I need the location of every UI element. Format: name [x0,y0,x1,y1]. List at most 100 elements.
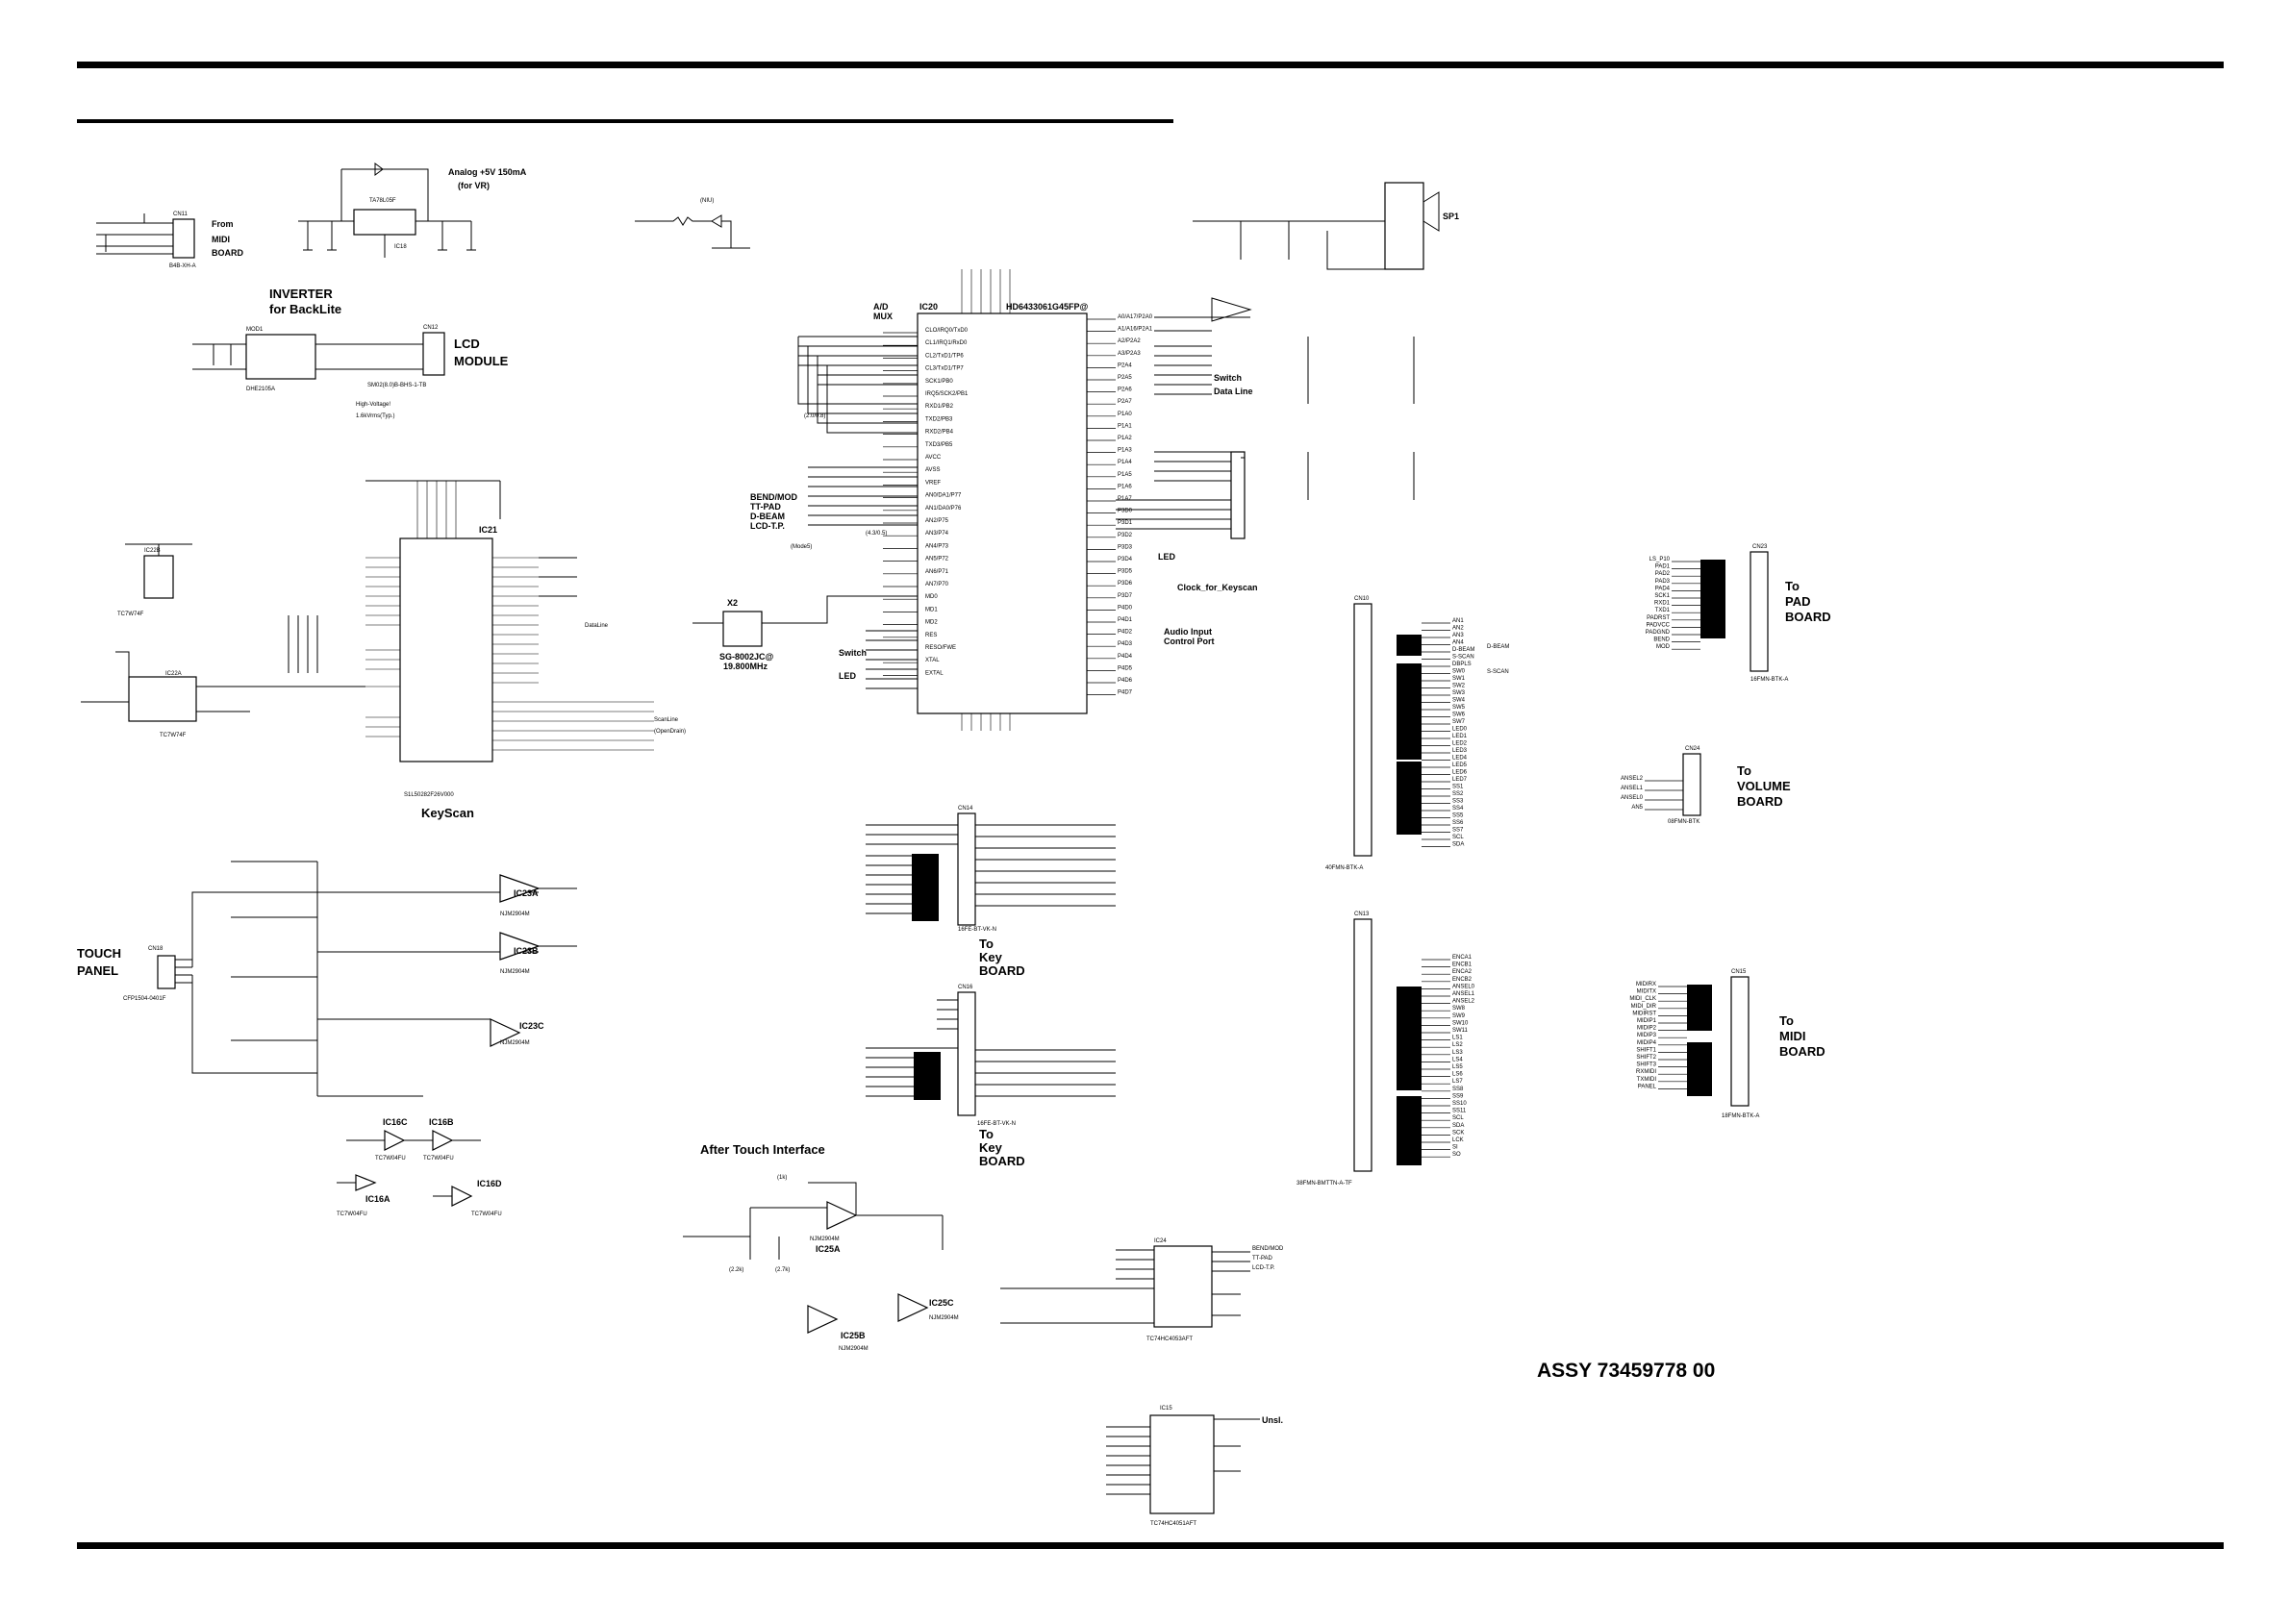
cn23-signal-label: PADRST [1647,615,1670,621]
cn10-signal-label: AN2 [1452,626,1464,632]
ic23c-part: NJM2904M [500,1040,530,1046]
cn23-signal-label: PAD4 [1655,586,1671,591]
label-board-key2: BOARD [979,1154,1025,1168]
ic20-left-signal-label: AN5/P72 [925,557,949,562]
cn13-signal-label: SDA [1452,1123,1464,1129]
ic16a-ref: IC16A [365,1194,390,1204]
cn23-signal-label: PADGND [1646,630,1671,636]
ic20-left-signal-label: AN7/P70 [925,582,949,587]
cn15-signal-label: MIDI_CLK [1629,996,1656,1002]
cn13-signal-label: LS1 [1452,1036,1463,1041]
label-data-line: Data Line [1214,387,1253,396]
label-ratio: (4.3/0.5) [866,531,887,537]
ic15-part: TC74HC4051AFT [1150,1521,1196,1527]
cn10-part: 40FMN-BTK-A [1325,865,1363,871]
cn13-signal-label: SW8 [1452,1006,1466,1012]
ic20-left-signal-label: MD0 [925,594,938,600]
cn13-signal-label: SW11 [1452,1028,1469,1034]
label-keyscan: KeyScan [421,806,474,820]
cn13-signal-label: LS3 [1452,1050,1463,1056]
cn10-signal-label: LED7 [1452,777,1468,783]
title-underline [77,119,1173,123]
ic25c-part: NJM2904M [929,1315,959,1321]
cn13-ref: CN13 [1354,912,1370,917]
label-opendrain: (OpenDrain) [654,729,686,735]
label-to-pad: To [1785,579,1800,593]
cn15-signal-label: SHIFT3 [1636,1062,1656,1068]
cn15-signal-label: MIDIP1 [1637,1018,1657,1024]
cn14-connector: CN14 16FE-BT-VK-N [866,806,1116,933]
mod1-ref: MOD1 [246,327,264,333]
ic18-part: TA78L05F [369,198,396,204]
ic21-keyscan: IC21 S1L50282F26V000 [288,480,654,798]
ic20-right-pin-list: A0/A17/P2A0A1/A16/P2A1A2/P2A2A3/P2A3P2A4… [1087,314,1153,696]
ic20-right-signal-label: A0/A17/P2A0 [1118,314,1153,320]
cn13-connector: CN13 38FMN-BMTTN-A-TF [1297,912,1422,1187]
ic23b-ref: IC23B [514,946,539,956]
ic23a-ref: IC23A [514,888,539,898]
cn16-ref: CN16 [958,985,973,990]
label-dataline: DataLine [585,623,609,629]
ic20-right-signal-label: P1A2 [1118,436,1132,441]
cn23-signal-label: PADVCC [1646,622,1670,628]
label-board-pad: BOARD [1785,610,1831,624]
cn15-signal-label: MIDITX [1637,989,1656,995]
cn13-signal-label: ENCA2 [1452,969,1473,975]
cn10-signal-label: LED2 [1452,741,1468,747]
top-border-bar [77,62,2224,68]
ic25b-part: NJM2904M [839,1346,869,1352]
cn15-signal-label: MIDIRST [1632,1011,1656,1016]
label-control-port: Control Port [1164,637,1215,646]
ic25c-opamp: IC25C NJM2904M [897,1293,959,1322]
label-led: LED [839,671,857,681]
label-ratio2: (2.0/0.8) [804,413,825,419]
ic20-left-signal-label: SCK1/PB0 [925,379,953,385]
label-for-backlite: for BackLite [269,302,341,316]
ic15-ref: IC15 [1160,1406,1172,1412]
label-lcd-tp: LCD-T.P. [750,521,785,531]
mod1-part: DHE2105A [246,387,275,392]
cn15-connector: CN15 18FMN-BTK-A [1687,969,1759,1119]
ic22a-part: TC7W74F [160,733,187,738]
cn15-signal-label: SHIFT2 [1636,1055,1656,1061]
cn12-lcd: CN12 SM02(8.0)B-BHS-1-TB [367,325,445,388]
ic20-right-signal-label: A3/P2A3 [1118,351,1141,357]
cn13-signal-label: SS9 [1452,1093,1464,1099]
ic20-left-signal-label: MD2 [925,620,938,626]
cn15-signal-label: TXMIDI [1637,1077,1657,1083]
ic24-part: TC74HC4053AFT [1146,1337,1193,1342]
cn15-signal-label: MIDIRX [1636,982,1656,987]
ic20-right-signal-label: P2A5 [1118,375,1132,381]
ic23c-ref: IC23C [519,1021,544,1031]
cn23-signal-list: LS_P10PAD1PAD2PAD3PAD4SCK1RXD1TXD1PADRST… [1646,557,1700,650]
cn24-ref: CN24 [1685,746,1700,752]
label-after-touch: After Touch Interface [700,1142,825,1157]
cn13-signal-label: ENCB2 [1452,977,1473,983]
ic20-left-signal-label: AN0/DA1/P77 [925,493,962,499]
ic20-right-signal-label: P3D5 [1118,569,1133,575]
ic20-left-signal-label: AN2/P75 [925,518,949,524]
ic20-right-signal-label: P4D7 [1118,690,1133,696]
cn23-signal-label: SCK1 [1654,593,1670,599]
cn15-part: 18FMN-BTK-A [1722,1113,1759,1119]
cn13-signal-label: SW9 [1452,1013,1466,1019]
ic20-mcu [917,269,1088,731]
cn10-signal-label: SW2 [1452,684,1466,689]
label-scanline: ScanLine [654,717,679,723]
cn23-signal-label: TXD1 [1655,608,1671,613]
cn13-signal-label: ANSEL1 [1452,991,1475,997]
ic20-right-signal-label: P4D3 [1118,641,1133,647]
ic25a-ref: IC25A [816,1244,841,1254]
cn18-touch: CN18 CFP1504-0401F [123,861,539,1097]
ic20-left-signal-label: CL2/TxD1/TP6 [925,353,964,359]
ic20-right-signal-label: P4D5 [1118,665,1133,671]
ic20-right-signal-label: P4D2 [1118,630,1133,636]
cn15-signal-label: MIDIP3 [1637,1033,1657,1038]
cn13-signal-label: LCK [1452,1137,1464,1143]
ic20-left-signal-label: TXD3/PB5 [925,442,953,448]
cn10-signal-label: DBPLS [1452,662,1472,667]
ic20-right-signal-label: P3D3 [1118,544,1133,550]
ic20-left-pin-list: CLO/IRQ0/TxD0CL1/IRQ1/RxD0CL2/TxD1/TP6CL… [883,328,969,676]
